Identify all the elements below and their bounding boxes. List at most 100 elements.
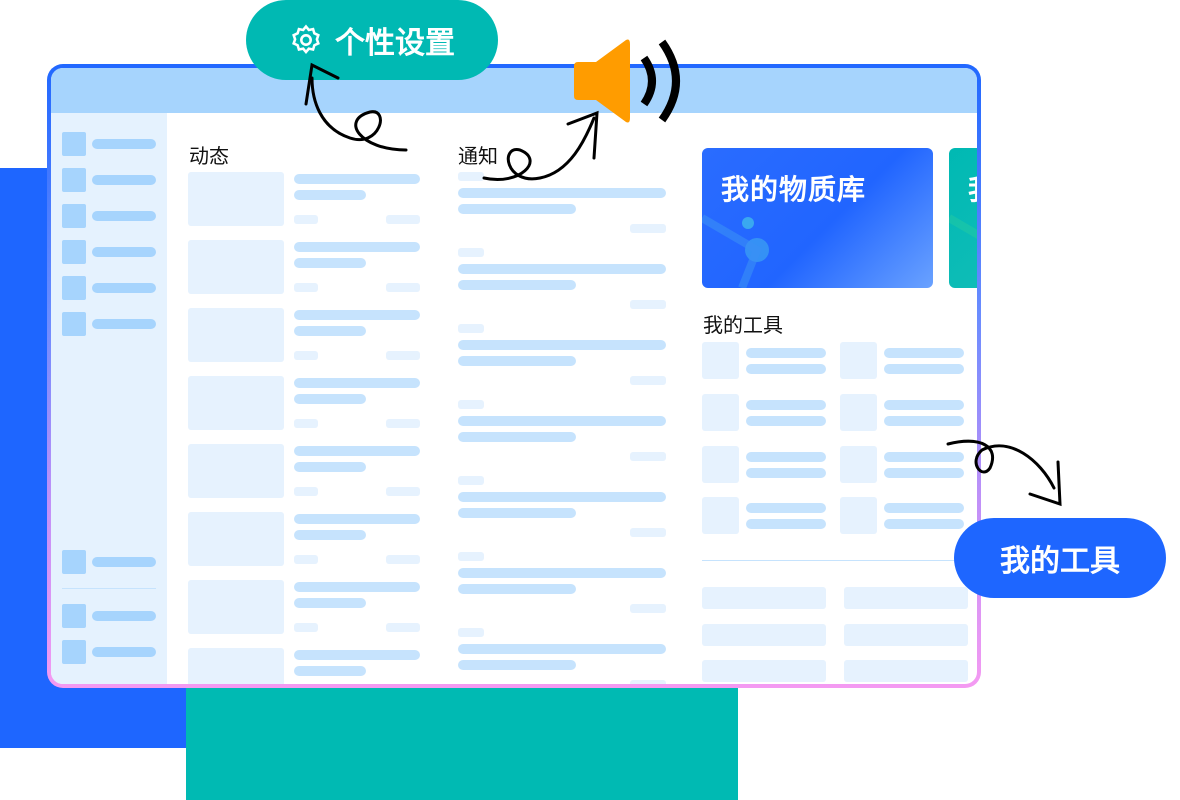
feed-thumbnail	[188, 444, 284, 498]
tool-icon[interactable]	[840, 394, 877, 431]
notice-line	[458, 416, 666, 426]
feed-line	[294, 310, 420, 320]
sidebar-item-label-placeholder	[92, 611, 156, 621]
material-library-card[interactable]: 我的物质库	[702, 148, 933, 288]
feed-line	[294, 258, 366, 268]
feed-line	[294, 242, 420, 252]
notice-line	[458, 280, 576, 290]
feed-line	[294, 666, 366, 676]
molecule-icon	[702, 214, 769, 288]
notice-tag	[458, 324, 484, 333]
notice-tag	[458, 172, 484, 181]
feed-heading: 动态	[189, 144, 229, 168]
my-tools-label: 我的工具	[1000, 544, 1120, 579]
tool-icon[interactable]	[840, 497, 877, 534]
feed-meta	[386, 623, 420, 632]
tool-icon[interactable]	[702, 342, 739, 379]
notice-date	[630, 300, 666, 309]
sidebar-item-icon[interactable]	[62, 168, 86, 192]
tool-icon[interactable]	[702, 394, 739, 431]
notice-line	[458, 264, 666, 274]
notice-date	[630, 680, 666, 684]
tool-line	[746, 503, 826, 513]
feed-meta	[294, 419, 318, 428]
sidebar-item-label-placeholder	[92, 319, 156, 329]
feed-meta	[294, 351, 318, 360]
app-window: 动态 通知 我的工具 我的物质库 我的产品库	[47, 64, 981, 688]
sidebar-item-icon[interactable]	[62, 550, 86, 574]
feed-thumbnail	[188, 240, 284, 294]
speaker-volume-icon	[574, 39, 680, 123]
list-placeholder	[844, 587, 968, 609]
feed-line	[294, 190, 366, 200]
tool-line	[884, 348, 964, 358]
tool-line	[746, 468, 826, 478]
notice-line	[458, 432, 576, 442]
tool-icon[interactable]	[840, 342, 877, 379]
list-placeholder	[702, 624, 826, 646]
arrowhead	[1028, 460, 1062, 507]
list-placeholder	[844, 660, 968, 682]
feed-meta	[294, 215, 318, 224]
tool-line	[746, 452, 826, 462]
notice-line	[458, 660, 576, 670]
tool-icon[interactable]	[840, 446, 877, 483]
tool-line	[884, 364, 964, 374]
window-header	[51, 68, 977, 113]
tool-line	[746, 364, 826, 374]
feed-line	[294, 530, 366, 540]
my-tools-button[interactable]: 我的工具	[954, 518, 1166, 598]
notice-tag	[458, 476, 484, 485]
sidebar-item-icon[interactable]	[62, 240, 86, 264]
feed-line	[294, 462, 366, 472]
notices-heading: 通知	[458, 144, 498, 168]
sidebar-item-icon[interactable]	[62, 604, 86, 628]
sidebar-item-icon[interactable]	[62, 312, 86, 336]
notice-date	[630, 224, 666, 233]
personal-settings-label: 个性设置	[335, 26, 455, 61]
notice-date	[630, 376, 666, 385]
feed-line	[294, 378, 420, 388]
notice-tag	[458, 628, 484, 637]
list-placeholder	[702, 660, 826, 682]
notice-line	[458, 356, 576, 366]
feed-meta	[386, 283, 420, 292]
decor-teal-block	[186, 680, 738, 800]
gear-icon	[292, 24, 320, 55]
sidebar-item-label-placeholder	[92, 647, 156, 657]
tool-icon[interactable]	[702, 497, 739, 534]
sidebar-item-label-placeholder	[92, 211, 156, 221]
feed-meta	[386, 351, 420, 360]
feed-meta	[386, 419, 420, 428]
notice-date	[630, 452, 666, 461]
sidebar-item-icon[interactable]	[62, 276, 86, 300]
tool-line	[746, 519, 826, 529]
feed-thumbnail	[188, 580, 284, 634]
feed-thumbnail	[188, 308, 284, 362]
tool-line	[884, 416, 964, 426]
notice-date	[630, 604, 666, 613]
feed-meta	[294, 487, 318, 496]
feed-meta	[386, 215, 420, 224]
feed-meta	[294, 283, 318, 292]
tool-icon[interactable]	[702, 446, 739, 483]
tool-line	[746, 348, 826, 358]
product-library-card[interactable]: 我的产品库	[949, 148, 977, 288]
sidebar-item-icon[interactable]	[62, 640, 86, 664]
notice-line	[458, 188, 666, 198]
notice-tag	[458, 552, 484, 561]
feed-meta	[386, 487, 420, 496]
divider	[702, 560, 968, 561]
sidebar-item-icon[interactable]	[62, 204, 86, 228]
feed-thumbnail	[188, 172, 284, 226]
tool-line	[884, 452, 964, 462]
sidebar-item-icon[interactable]	[62, 132, 86, 156]
sidebar	[51, 113, 167, 684]
notice-tag	[458, 400, 484, 409]
tool-line	[884, 503, 964, 513]
feed-line	[294, 394, 366, 404]
card-title: 我的产品库	[968, 168, 977, 208]
notice-date	[630, 528, 666, 537]
personal-settings-button[interactable]: 个性设置	[246, 0, 498, 80]
sidebar-item-label-placeholder	[92, 139, 156, 149]
